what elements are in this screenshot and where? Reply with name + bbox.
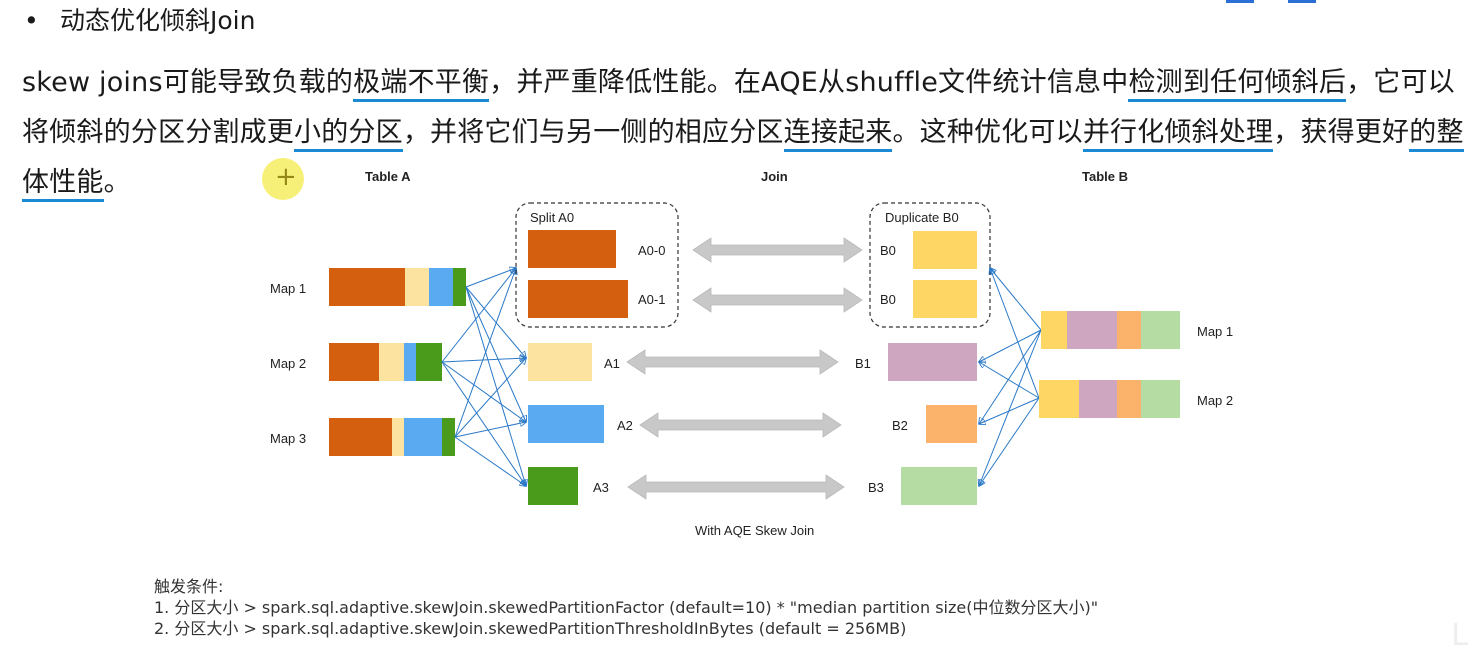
a0-0-block — [528, 230, 616, 268]
highlight-overall-performance: 的整体性能 — [22, 117, 1464, 202]
table-a-title: Table A — [365, 169, 411, 184]
a0-1-label: A0-1 — [638, 292, 665, 307]
watermark-letter: L — [1451, 618, 1468, 653]
b1-block — [888, 343, 977, 381]
table-b-shuffle-arrows — [979, 268, 1042, 486]
para-text-6: ，获得更好 — [1273, 117, 1410, 148]
table-a-map1-bar — [329, 268, 466, 306]
table-b-map2-bar — [1039, 380, 1180, 418]
a3-label: A3 — [593, 480, 609, 495]
b0-label-2: B0 — [880, 292, 896, 307]
table-a-map3-label: Map 3 — [270, 431, 306, 446]
table-a-map1-label: Map 1 — [270, 281, 306, 296]
para-text-2: ，并严重降低性能。在AQE从shuffle文件统计信息中 — [489, 67, 1129, 98]
join-title: Join — [761, 169, 788, 184]
b2-label: B2 — [892, 418, 908, 433]
conditions-title: 触发条件: — [154, 577, 224, 596]
condition-1: 1. 分区大小 > spark.sql.adaptive.skewJoin.sk… — [154, 598, 1099, 617]
a3-block — [528, 467, 578, 505]
table-a-map2-bar — [329, 343, 442, 381]
table-a-map3-bar — [329, 418, 455, 456]
b2-block — [926, 405, 977, 443]
a2-block — [528, 405, 604, 443]
highlight-parallelize: 并行化倾斜处理 — [1082, 117, 1274, 152]
highlight-detect-skew: 检测到任何倾斜后 — [1128, 67, 1347, 102]
condition-2: 2. 分区大小 > spark.sql.adaptive.skewJoin.sk… — [154, 619, 907, 638]
table-a-map2-label: Map 2 — [270, 356, 306, 371]
top-tab-indicator-1 — [1226, 0, 1254, 3]
a0-1-block — [528, 280, 628, 318]
split-a0-label: Split A0 — [530, 210, 574, 225]
table-b-map2-label: Map 2 — [1197, 393, 1233, 408]
b1-label: B1 — [855, 356, 871, 371]
table-b-title: Table B — [1082, 169, 1128, 184]
a1-block — [528, 343, 592, 381]
para-text-5: 。这种优化可以 — [892, 117, 1083, 148]
para-text-3: ，它可以将倾斜的分区分割成更 — [22, 67, 1455, 148]
split-a0-group — [515, 202, 679, 328]
para-text-1: skew joins可能导致负载的 — [22, 67, 354, 98]
highlight-extreme-imbalance: 极端不平衡 — [353, 67, 490, 102]
bullet-dot: • — [24, 6, 39, 35]
description-paragraph: skew joins可能导致负载的极端不平衡，并严重降低性能。在AQE从shuf… — [22, 58, 1467, 208]
para-text-4: ，并将它们与另一侧的相应分区 — [402, 117, 784, 148]
table-a-shuffle-arrows — [441, 268, 526, 486]
crosshair-icon: + — [275, 162, 297, 192]
cursor-highlight-icon: + — [262, 158, 304, 200]
b0-block-1 — [913, 231, 977, 269]
b3-block — [901, 467, 977, 505]
diagram-caption: With AQE Skew Join — [695, 523, 814, 538]
b3-label: B3 — [868, 480, 884, 495]
duplicate-b0-label: Duplicate B0 — [885, 210, 959, 225]
trigger-conditions: 触发条件: 1. 分区大小 > spark.sql.adaptive.skewJ… — [154, 576, 1098, 639]
table-b-map1-label: Map 1 — [1197, 324, 1233, 339]
join-arrows — [626, 237, 863, 500]
para-text-7: 。 — [103, 167, 131, 198]
section-bullet: • 动态优化倾斜Join — [24, 4, 255, 38]
highlight-join: 连接起来 — [783, 117, 893, 152]
a0-0-label: A0-0 — [638, 243, 665, 258]
b0-label-1: B0 — [880, 243, 896, 258]
highlight-small-partitions: 小的分区 — [294, 117, 403, 152]
b0-block-2 — [913, 280, 977, 318]
duplicate-b0-group — [869, 202, 991, 328]
a1-label: A1 — [604, 356, 620, 371]
top-tab-indicator-2 — [1288, 0, 1316, 3]
table-b-map1-bar — [1041, 311, 1180, 349]
a2-label: A2 — [617, 418, 633, 433]
section-heading: 动态优化倾斜Join — [60, 6, 256, 35]
